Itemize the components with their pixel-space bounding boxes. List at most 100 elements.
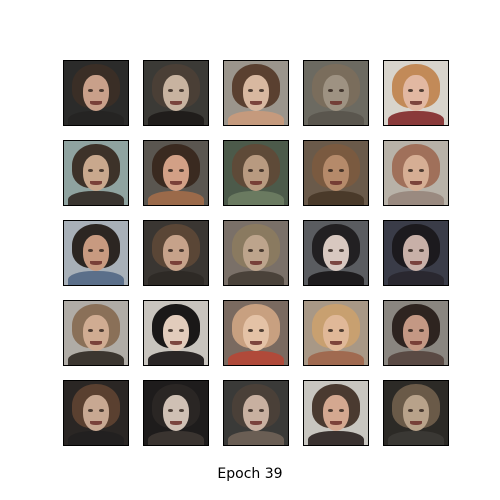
- sample-left-eye: [168, 89, 174, 93]
- sample-shoulders: [147, 350, 205, 365]
- sample-face: [402, 75, 430, 111]
- sample-shoulders: [147, 270, 205, 285]
- sample-right-eye: [339, 249, 345, 253]
- sample-left-eye: [168, 329, 174, 333]
- generated-sample-tile: [303, 60, 369, 126]
- sample-right-eye: [179, 249, 185, 253]
- sample-mouth: [330, 341, 342, 346]
- sample-face: [162, 75, 190, 111]
- sample-mouth: [410, 421, 422, 426]
- sample-left-eye: [88, 329, 94, 333]
- generated-sample-tile: [223, 300, 289, 366]
- sample-right-eye: [419, 409, 425, 413]
- sample-face: [242, 155, 270, 191]
- sample-right-eye: [419, 169, 425, 173]
- sample-face: [402, 395, 430, 431]
- sample-mouth: [250, 181, 262, 186]
- sample-right-eye: [99, 169, 105, 173]
- sample-face: [162, 155, 190, 191]
- sample-mouth: [170, 101, 182, 106]
- sample-left-eye: [328, 409, 334, 413]
- sample-mouth: [410, 101, 422, 106]
- sample-shoulders: [227, 190, 285, 205]
- sample-left-eye: [168, 409, 174, 413]
- sample-right-eye: [99, 329, 105, 333]
- sample-left-eye: [248, 409, 254, 413]
- sample-left-eye: [248, 249, 254, 253]
- generated-sample-tile: [223, 380, 289, 446]
- sample-left-eye: [168, 249, 174, 253]
- sample-right-eye: [339, 169, 345, 173]
- sample-mouth: [250, 261, 262, 266]
- sample-face: [82, 155, 110, 191]
- sample-right-eye: [179, 329, 185, 333]
- generated-sample-tile: [223, 140, 289, 206]
- sample-face: [322, 75, 350, 111]
- sample-left-eye: [408, 169, 414, 173]
- sample-right-eye: [179, 89, 185, 93]
- sample-right-eye: [259, 169, 265, 173]
- sample-shoulders: [147, 190, 205, 205]
- sample-mouth: [170, 261, 182, 266]
- sample-face: [242, 315, 270, 351]
- sample-mouth: [250, 341, 262, 346]
- generated-sample-tile: [383, 220, 449, 286]
- generated-sample-tile: [63, 220, 129, 286]
- sample-face: [162, 315, 190, 351]
- sample-grid: [63, 60, 449, 446]
- sample-right-eye: [179, 409, 185, 413]
- sample-left-eye: [88, 89, 94, 93]
- sample-left-eye: [328, 89, 334, 93]
- sample-shoulders: [147, 430, 205, 445]
- sample-face: [82, 395, 110, 431]
- sample-right-eye: [99, 409, 105, 413]
- sample-face: [242, 75, 270, 111]
- sample-face: [242, 395, 270, 431]
- sample-shoulders: [387, 270, 445, 285]
- sample-mouth: [330, 101, 342, 106]
- sample-right-eye: [419, 249, 425, 253]
- sample-right-eye: [339, 329, 345, 333]
- generated-sample-tile: [303, 300, 369, 366]
- sample-shoulders: [67, 190, 125, 205]
- generated-sample-tile: [143, 60, 209, 126]
- sample-left-eye: [88, 409, 94, 413]
- sample-shoulders: [387, 350, 445, 365]
- sample-left-eye: [248, 329, 254, 333]
- sample-mouth: [330, 181, 342, 186]
- sample-mouth: [90, 341, 102, 346]
- sample-shoulders: [67, 110, 125, 125]
- sample-face: [322, 315, 350, 351]
- sample-right-eye: [259, 329, 265, 333]
- sample-shoulders: [307, 110, 365, 125]
- generated-sample-tile: [303, 140, 369, 206]
- sample-shoulders: [227, 350, 285, 365]
- sample-right-eye: [419, 89, 425, 93]
- generated-sample-tile: [383, 300, 449, 366]
- generated-sample-tile: [143, 380, 209, 446]
- sample-mouth: [410, 181, 422, 186]
- generated-sample-tile: [143, 220, 209, 286]
- generated-sample-tile: [63, 380, 129, 446]
- sample-face: [242, 235, 270, 271]
- figure-caption: Epoch 39: [217, 466, 283, 482]
- sample-left-eye: [408, 409, 414, 413]
- sample-left-eye: [88, 249, 94, 253]
- sample-shoulders: [307, 270, 365, 285]
- sample-shoulders: [307, 430, 365, 445]
- sample-right-eye: [99, 89, 105, 93]
- sample-shoulders: [387, 110, 445, 125]
- sample-mouth: [90, 261, 102, 266]
- sample-face: [402, 315, 430, 351]
- sample-face: [402, 155, 430, 191]
- generated-sample-tile: [223, 220, 289, 286]
- sample-mouth: [90, 181, 102, 186]
- generated-sample-tile: [63, 140, 129, 206]
- generated-sample-tile: [63, 300, 129, 366]
- generated-sample-tile: [223, 60, 289, 126]
- sample-left-eye: [328, 249, 334, 253]
- sample-face: [162, 235, 190, 271]
- sample-mouth: [410, 341, 422, 346]
- sample-mouth: [90, 421, 102, 426]
- sample-shoulders: [227, 270, 285, 285]
